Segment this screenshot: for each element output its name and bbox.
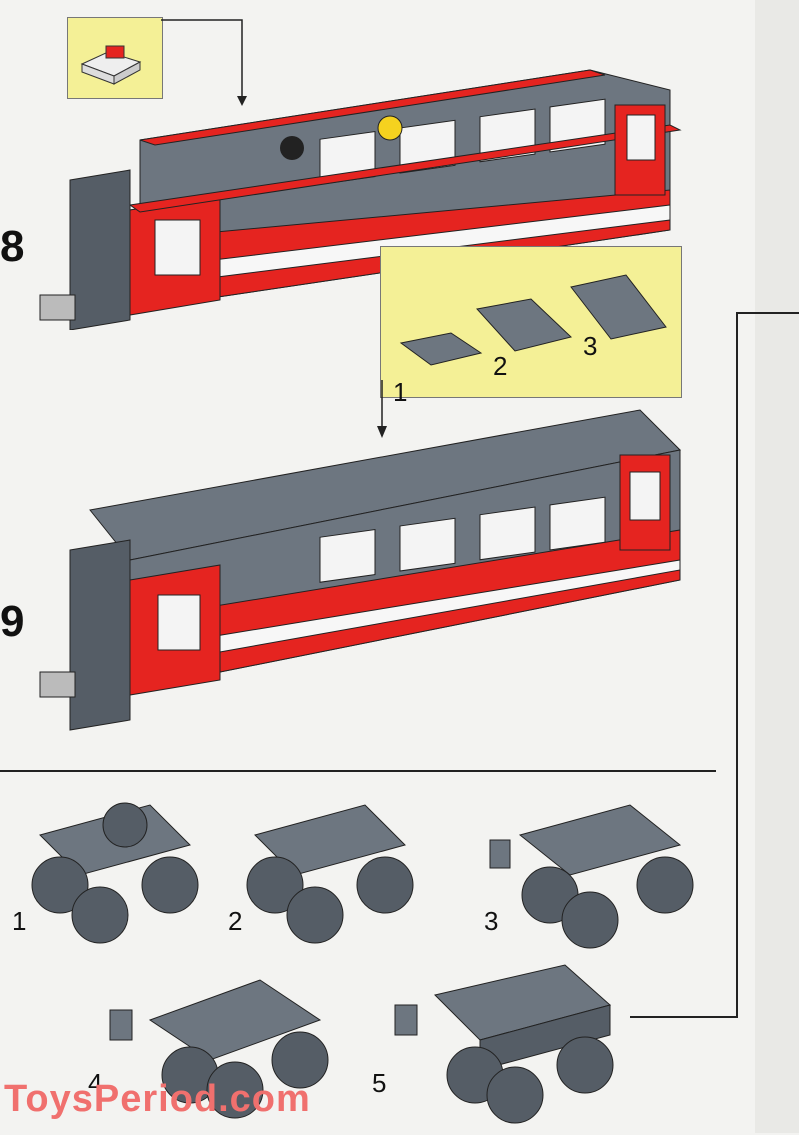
callout-arrow-8 — [161, 19, 247, 106]
roof-callout-label-3: 3 — [583, 331, 598, 361]
roof-callout-label-2: 2 — [493, 351, 508, 381]
bogie-label-5: 5 — [372, 1068, 387, 1098]
callout-arrow-9 — [377, 380, 387, 438]
step-number-8: 8 — [0, 222, 25, 271]
bogie-label-3: 3 — [484, 906, 499, 936]
bogie-label-2: 2 — [228, 906, 243, 936]
bogie-label-1: 1 — [12, 906, 27, 936]
suitcase-icon — [80, 45, 142, 85]
minifig-callout — [67, 17, 163, 99]
roof-parts-callout: 1 2 3 — [380, 246, 682, 407]
train-car-step-9 — [39, 409, 682, 731]
roof-callout-label-1: 1 — [393, 377, 408, 407]
bogie-1 — [31, 802, 199, 944]
roof-slope-pieces — [399, 274, 667, 366]
side-bracket-top — [736, 312, 799, 314]
side-bracket-line — [736, 312, 738, 1017]
side-bracket-bottom — [630, 1016, 738, 1018]
bogie-3 — [489, 804, 694, 949]
next-page-edge — [755, 0, 799, 1133]
bogie-label-4: 4 — [88, 1068, 103, 1098]
step-number-9: 9 — [0, 597, 25, 646]
bogie-4 — [109, 979, 329, 1119]
bogie-5 — [394, 964, 614, 1124]
bogie-assembly-illustrations — [31, 802, 694, 1124]
section-divider — [0, 770, 716, 772]
watermark: ToysPeriod.com — [4, 1078, 311, 1120]
bogie-2 — [246, 804, 414, 944]
